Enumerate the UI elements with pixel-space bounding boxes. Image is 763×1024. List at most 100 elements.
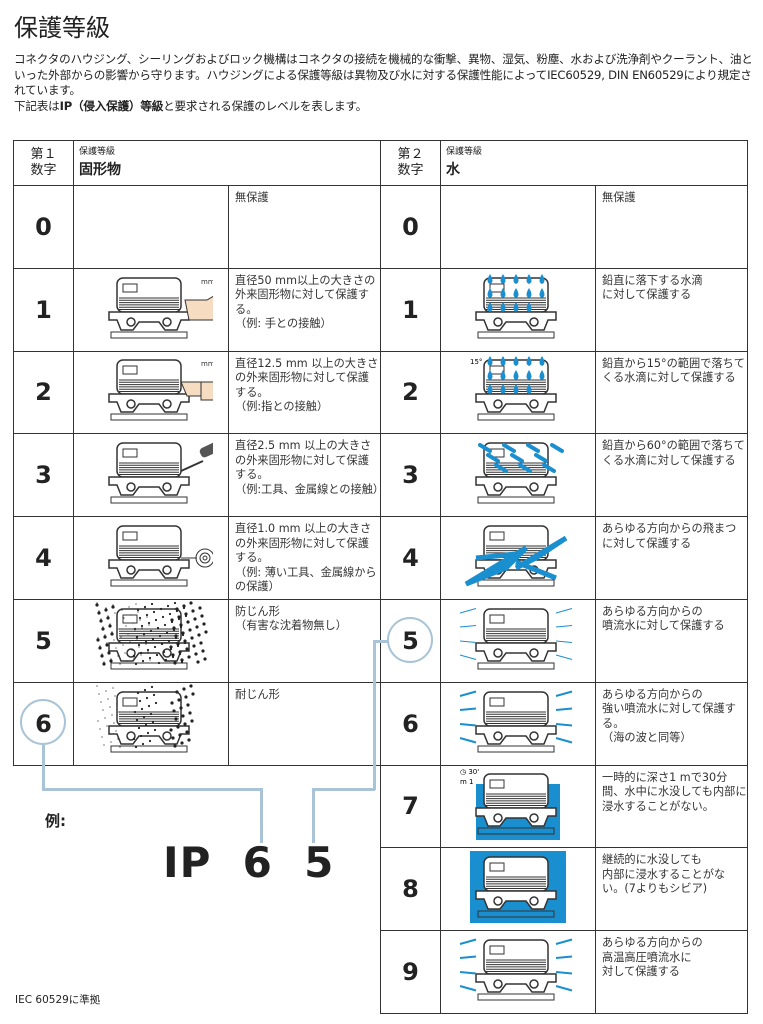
annotation-line — [260, 788, 263, 843]
protection-digit: 5 — [13, 598, 74, 683]
protection-digit: 0 — [380, 185, 441, 269]
table-header-row: 第１ 数字保護等級固形物 — [13, 140, 381, 186]
table-row: 5 防じん形 （有害な沈着物無し） — [13, 598, 381, 683]
protection-description: 防じん形 （有害な沈着物無し） — [228, 598, 381, 683]
ip-code-example: IP 6 5 — [163, 838, 335, 887]
annotation-line — [375, 640, 388, 643]
annotation-line — [312, 788, 375, 791]
illustration-cell — [440, 433, 596, 518]
annotation-circle-6 — [20, 699, 66, 745]
illustration-cell — [73, 516, 229, 600]
illustration-cell — [73, 433, 229, 518]
category-header: 保護等級固形物 — [73, 140, 381, 186]
illustration-cell — [440, 516, 596, 600]
table-header-row: 第２ 数字保護等級水 — [380, 140, 748, 186]
protection-digit: 0 — [13, 185, 74, 269]
category-title: 水 — [446, 162, 460, 178]
table-row: 4 直径1.0 mm 以上の大きさの外来固形物に対して保護する。 （例: 薄い工具… — [13, 516, 381, 600]
protection-digit: 7 — [380, 764, 441, 849]
spray-illustration-icon — [475, 442, 564, 504]
protection-digit: 3 — [13, 433, 74, 518]
table-row: 3 鉛直から60°の範囲で落ちてくる水滴に対して保護する — [380, 433, 748, 518]
annotation-line — [312, 788, 315, 843]
annotation-circle-5 — [387, 617, 433, 663]
illustration-cell — [440, 681, 596, 766]
protection-description: 無保護 — [228, 185, 381, 269]
drops-illustration-icon — [475, 273, 557, 339]
svg-text:m 1: m 1 — [460, 778, 474, 786]
illustration-cell: 15° — [440, 350, 596, 435]
protection-description: あらゆる方向からの 高温高圧噴流水に 対して保護する — [595, 930, 748, 1014]
jet3-illustration-icon — [459, 938, 573, 1001]
finger-illustration-icon: mm 12 — [108, 359, 226, 421]
svg-text:15°: 15° — [470, 358, 482, 366]
protection-digit: 1 — [380, 267, 441, 352]
intro-ip-term: IP（侵入保護）等級 — [59, 98, 164, 113]
digit-header: 第２ 数字 — [380, 140, 441, 186]
table-row: 0 無保護 — [380, 185, 748, 269]
protection-digit: 3 — [380, 433, 441, 518]
splash-illustration-icon — [464, 525, 568, 587]
protection-description: あらゆる方向からの飛まつに対して保護する — [595, 516, 748, 600]
drops15-illustration-icon: 15° — [470, 356, 557, 421]
table-row: 0 無保護 — [13, 185, 381, 269]
dust-illustration-icon — [95, 601, 208, 670]
protection-digit: 4 — [380, 516, 441, 600]
illustration-cell — [440, 598, 596, 683]
intro-paragraph: コネクタのハウジング、シーリングおよびロック機構はコネクタの接続を機械的な衝撃、… — [14, 52, 753, 97]
protection-description: 直径50 mm以上の大きさの外来固形物に対して保護する。 （例: 手との接触） — [228, 267, 381, 352]
protection-description: あらゆる方向からの 強い噴流水に対して保護する。 （海の波と同等） — [595, 681, 748, 766]
intro-paragraph-2: 下記表はIP（侵入保護）等級と要求される保護のレベルを表します。 — [14, 99, 754, 115]
illustration-cell — [440, 847, 596, 932]
svg-text:◷ 30': ◷ 30' — [460, 768, 479, 776]
intro-text-a: 下記表は — [14, 98, 60, 113]
protection-description: 一時的に深さ1 mで30分間、水中に水没しても内部に浸水することがない。 — [595, 764, 748, 849]
protection-description: 継続的に水没しても 内部に浸水することがない。(7よりもシビア) — [595, 847, 748, 932]
annotation-line — [42, 745, 45, 790]
protection-description: あらゆる方向からの 噴流水に対して保護する — [595, 598, 748, 683]
jet2-illustration-icon — [459, 690, 573, 753]
jet-illustration-icon — [459, 607, 573, 670]
example-label: 例: — [45, 812, 66, 830]
wire-illustration-icon — [108, 525, 215, 587]
standard-note: IEC 60529に準拠 — [15, 994, 101, 1006]
protection-description: 直径12.5 mm 以上の大きさの外来固形物に対して保護する。 （例:指との接触… — [228, 350, 381, 435]
intro-text: コネクタのハウジング、シーリングおよびロック機構はコネクタの接続を機械的な衝撃、… — [14, 52, 754, 114]
illustration-cell — [73, 598, 229, 683]
tool-illustration-icon — [108, 441, 222, 504]
dust2-illustration-icon — [96, 684, 195, 753]
table-row: 1mm 50直径50 mm以上の大きさの外来固形物に対して保護する。 （例: 手… — [13, 267, 381, 352]
category-subtitle: 保護等級 — [446, 147, 483, 157]
illustration-cell — [73, 681, 229, 766]
svg-text:mm 12: mm 12 — [201, 360, 213, 368]
table-row: 4 あらゆる方向からの飛まつに対して保護する — [380, 516, 748, 600]
protection-digit: 4 — [13, 516, 74, 600]
protection-description: 直径2.5 mm 以上の大きさの外来固形物に対して保護する。 （例:工具、金属線… — [228, 433, 384, 518]
table-row: 7 ◷ 30' m 1 一時的に深さ1 mで30分間、水中に水没しても内部に浸水するこ… — [380, 764, 748, 849]
illustration-cell — [73, 185, 229, 269]
digit-header: 第１ 数字 — [13, 140, 74, 186]
protection-digit: 6 — [380, 681, 441, 766]
intro-text-c: と要求される保護のレベルを表します。 — [163, 98, 368, 113]
illustration-cell — [440, 185, 596, 269]
table-row: 2mm 12直径12.5 mm 以上の大きさの外来固形物に対して保護する。 （例… — [13, 350, 381, 435]
protection-description: 無保護 — [595, 185, 748, 269]
illustration-cell — [440, 267, 596, 352]
illustration-cell: ◷ 30' m 1 — [440, 764, 596, 849]
immerse-illustration-icon: ◷ 30' m 1 — [460, 768, 560, 841]
table-row: 3 直径2.5 mm 以上の大きさの外来固形物に対して保護する。 （例:工具、金属… — [13, 433, 384, 518]
protection-description: 耐じん形 — [228, 681, 381, 766]
protection-description: 鉛直から15°の範囲で落ちてくる水滴に対して保護する — [595, 350, 748, 435]
protection-description: 直径1.0 mm 以上の大きさの外来固形物に対して保護する。 （例: 薄い工具、… — [228, 516, 381, 600]
page-title: 保護等級 — [14, 14, 110, 42]
category-subtitle: 保護等級 — [79, 147, 116, 157]
annotation-line — [42, 788, 262, 791]
protection-description: 鉛直から60°の範囲で落ちてくる水滴に対して保護する — [595, 433, 748, 518]
category-header: 保護等級水 — [440, 140, 748, 186]
